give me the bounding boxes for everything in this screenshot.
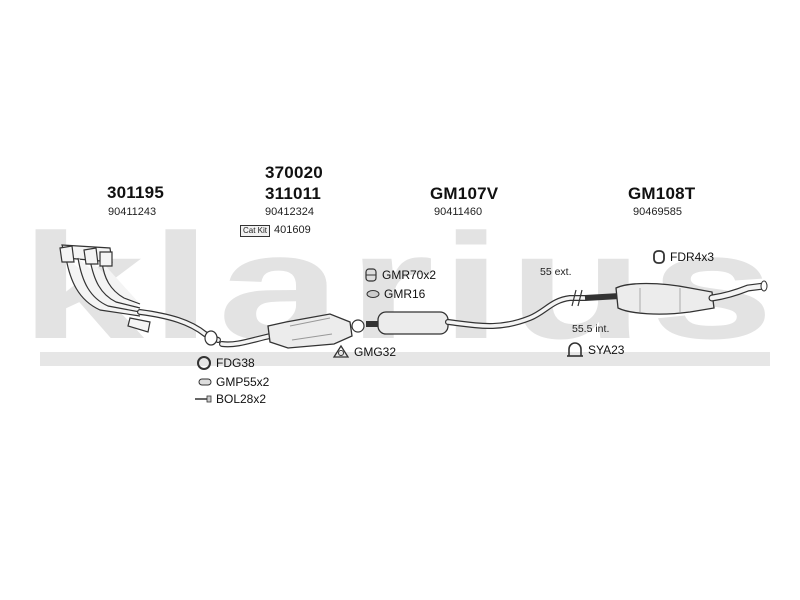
accessory-gmr16: GMR16 (366, 287, 425, 301)
flange-gasket-icon (332, 344, 350, 358)
exhaust-manifold (59, 244, 151, 333)
hanger-ring-icon (653, 250, 665, 264)
oem-number-gm108t: 90469585 (633, 206, 682, 218)
rubber-ring-icon (366, 290, 380, 298)
cut-mark (571, 289, 583, 307)
oem-number-301195: 90411243 (108, 206, 157, 218)
accessory-label-bol28x2: BOL28x2 (216, 392, 267, 406)
rubber-mount-icon (365, 268, 377, 282)
accessory-fdg38: FDG38 (196, 355, 255, 371)
part-code-gm108t: GM108T (628, 184, 696, 203)
diameter-ext-note: 55 ext. (540, 266, 572, 278)
clamp-icon (198, 378, 212, 386)
cat-outlet-flange (351, 319, 365, 333)
part-code-370020: 370020 (265, 163, 323, 182)
bolt-icon (195, 395, 212, 403)
cat-kit-tag: Cat Kit (240, 225, 271, 237)
accessory-label-fdr4x3: FDR4x3 (670, 250, 715, 264)
cat-kit-number: 401609 (274, 224, 311, 236)
accessory-gmg32: GMG32 (332, 344, 396, 360)
accessory-label-gmr16: GMR16 (384, 287, 426, 301)
diameter-int-note: 55.5 int. (572, 323, 610, 335)
accessory-label-gmp55x2: GMP55x2 (216, 375, 270, 389)
accessory-fdr4x3: FDR4x3 (652, 249, 714, 265)
watermark-underline (40, 352, 770, 366)
gasket-ring-icon (197, 356, 211, 370)
catalytic-converter (267, 313, 353, 349)
part-code-311011: 311011 (265, 184, 322, 203)
oem-number-311011: 90412324 (265, 206, 314, 218)
accessory-label-fdg38: FDG38 (216, 356, 255, 370)
accessory-gmp55x2: GMP55x2 (198, 375, 269, 389)
accessory-sya23: SYA23 (566, 342, 624, 358)
rear-inlet-pipe (584, 293, 621, 301)
clamp-u-bolt-icon (567, 342, 583, 357)
part-code-301195: 301195 (107, 183, 164, 202)
accessory-gmr70x2: GMR70x2 (364, 267, 436, 283)
front-pipe-flange (204, 330, 218, 346)
oem-number-gm107v: 90411460 (434, 206, 483, 218)
accessory-bol28x2: BOL28x2 (194, 392, 266, 406)
centre-silencer (377, 311, 449, 335)
part-code-gm107v: GM107V (430, 184, 499, 203)
accessory-label-sya23: SYA23 (588, 343, 625, 357)
accessory-label-gmr70x2: GMR70x2 (382, 268, 437, 282)
accessory-label-gmg32: GMG32 (354, 345, 397, 359)
